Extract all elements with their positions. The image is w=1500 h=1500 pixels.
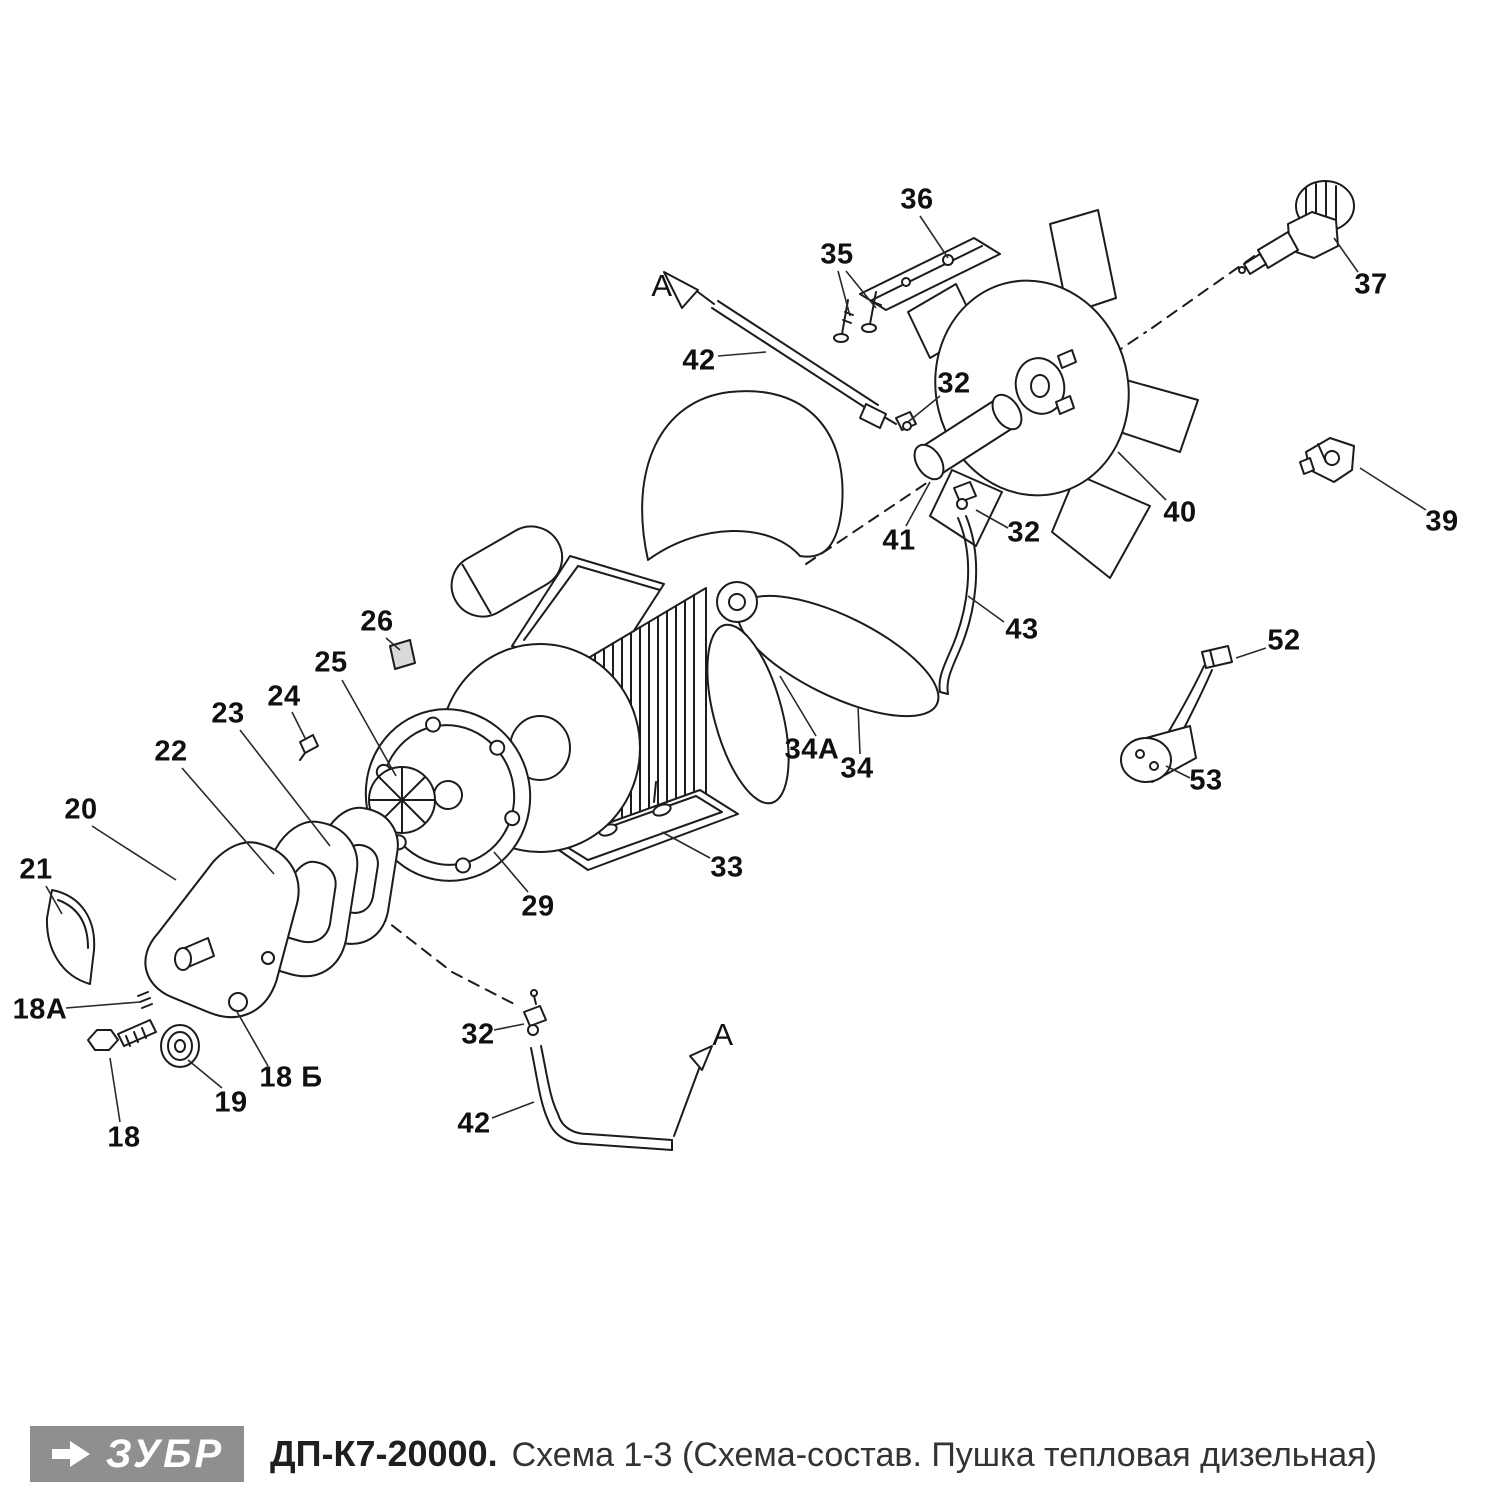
leader-line-29 — [493, 851, 529, 893]
leader-line-41 — [905, 481, 931, 527]
leader-line-35 — [837, 270, 851, 317]
leader-line-40 — [1117, 451, 1167, 501]
motor-base — [549, 781, 739, 871]
pump-cover-details — [174, 937, 275, 1012]
model-number: ДП-К7-20000. — [270, 1433, 498, 1474]
fan-propeller — [641, 390, 940, 805]
leader-line-52 — [1235, 647, 1267, 659]
leader-line-20 — [91, 825, 177, 881]
leader-line-24 — [291, 711, 307, 741]
pump-cover-20 — [144, 841, 300, 1018]
leader-line-18B — [235, 1009, 269, 1067]
footer: ЗУБР ДП-К7-20000. Схема 1-3 (Схема-соста… — [0, 1408, 1500, 1500]
leader-line-23 — [239, 729, 331, 847]
pump-cylinder — [913, 393, 1023, 481]
wedge-21 — [45, 889, 96, 985]
leader-line-22 — [181, 767, 275, 875]
thermostat-bracket — [1299, 437, 1355, 483]
leader-line-25 — [341, 679, 397, 777]
leader-line-43 — [967, 595, 1005, 623]
leader-line-34 — [857, 705, 861, 755]
leader-line-36 — [919, 215, 949, 259]
footer-caption: ДП-К7-20000. Схема 1-3 (Схема-состав. Пу… — [270, 1433, 1377, 1475]
clip-24 — [299, 734, 319, 761]
bolt-18 — [87, 1019, 157, 1051]
leader-line-32-top — [907, 395, 941, 423]
leader-line-26 — [385, 637, 401, 651]
leader-line-32-mid — [975, 509, 1009, 529]
leader-line-32-bot — [493, 1023, 525, 1031]
leader-line-18 — [109, 1057, 121, 1123]
leader-line-37 — [1333, 237, 1359, 273]
leader-line-53 — [1165, 765, 1191, 779]
leader-line-34A — [779, 675, 817, 737]
leader-line-33 — [661, 831, 711, 859]
fuel-tube-43 — [938, 515, 978, 695]
filter-53 — [1120, 725, 1197, 783]
leader-line-35 — [845, 270, 877, 309]
fitting-32-top — [895, 411, 917, 431]
flange-29 — [364, 708, 532, 882]
leader-line-19 — [187, 1059, 223, 1089]
fitting-32-mid — [953, 481, 977, 510]
nozzle-assembly — [1238, 180, 1355, 275]
schema-subtitle: Схема 1-3 (Схема-состав. Пушка тепловая … — [511, 1436, 1377, 1474]
zubr-arrow-icon — [51, 1441, 90, 1467]
spring-18a — [137, 991, 153, 1009]
bracket-screws — [833, 291, 882, 343]
fitting-32-bot — [523, 989, 547, 1036]
capacitor — [450, 525, 564, 618]
zubr-logo: ЗУБР — [30, 1426, 244, 1482]
leader-line-18A — [65, 1001, 141, 1009]
leader-line-21 — [45, 885, 63, 915]
leader-line-39 — [1359, 467, 1427, 511]
fuel-pipe-top — [663, 271, 897, 429]
brand-name: ЗУБР — [105, 1432, 225, 1476]
leader-line-42-top — [717, 351, 767, 357]
grommet-19 — [160, 1024, 200, 1068]
fuel-pipe-bottom — [530, 1045, 713, 1151]
leader-line-42-bot — [491, 1101, 535, 1119]
